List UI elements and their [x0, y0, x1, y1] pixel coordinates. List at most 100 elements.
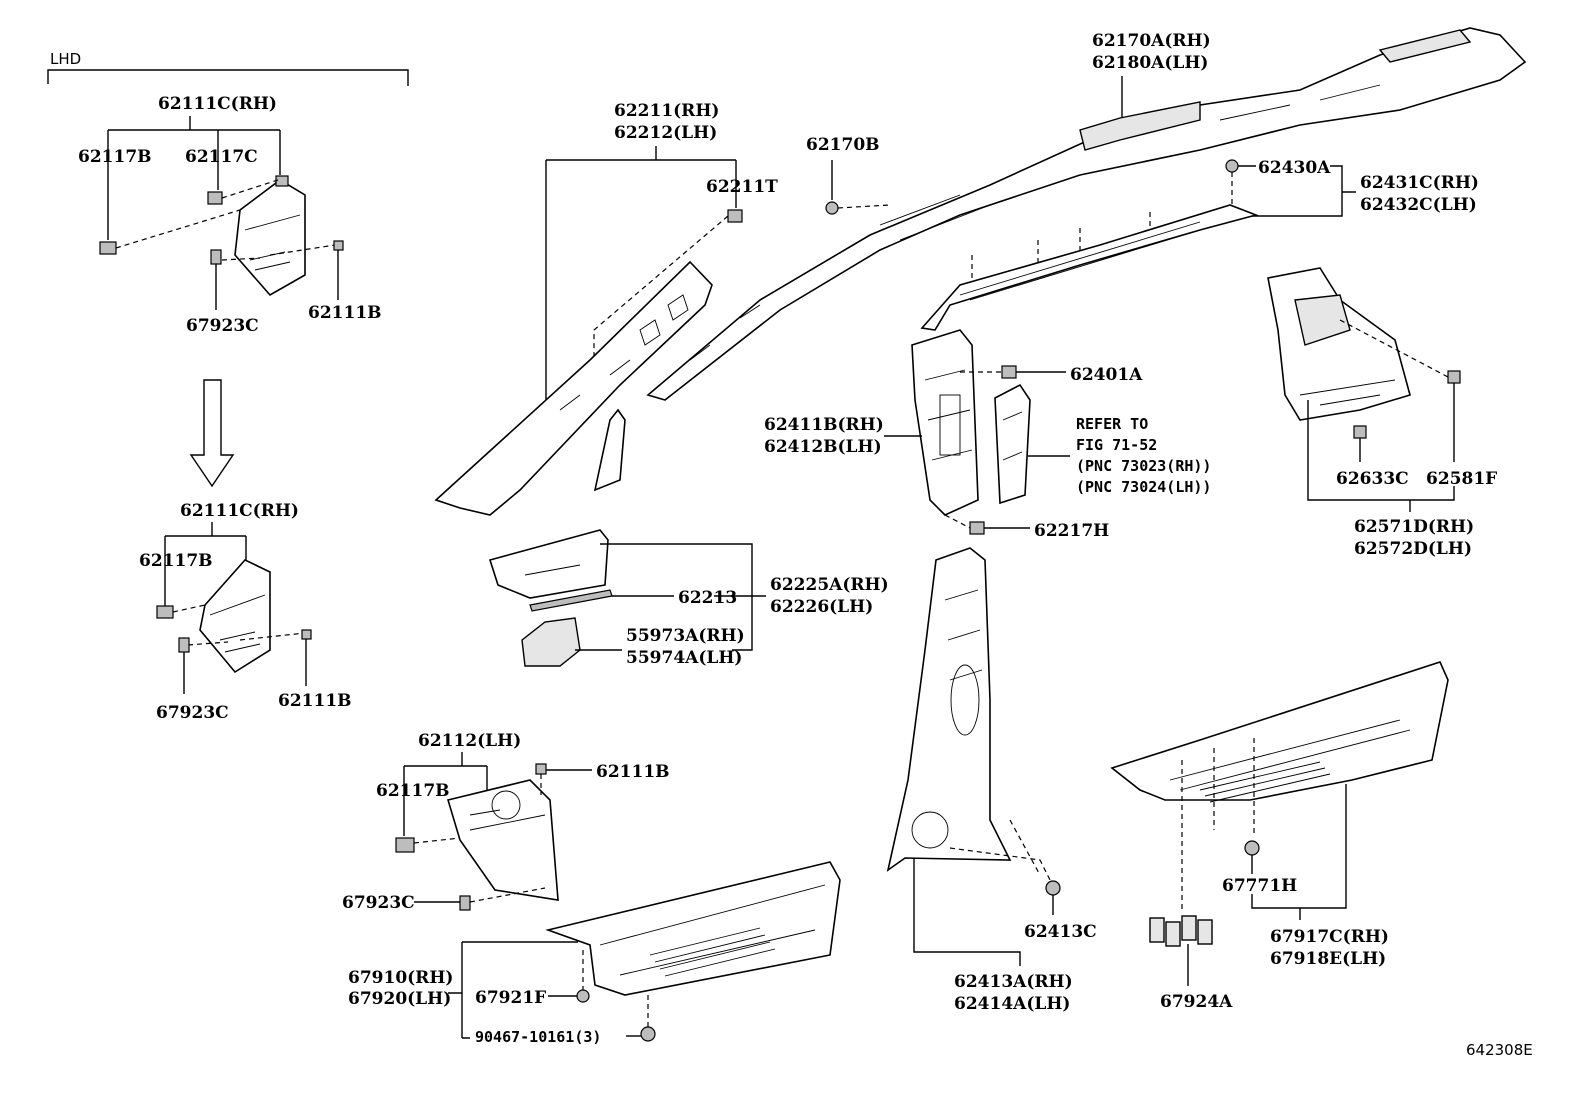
- a-pillar-part: [434, 260, 713, 516]
- dash-62217h: [944, 514, 971, 529]
- label-62117b-top: 62117B: [78, 147, 152, 167]
- label-62111c-rh-top: 62111C(RH): [158, 94, 277, 114]
- lhd-label: LHD: [50, 50, 81, 68]
- quarter-trim-part: [1267, 267, 1411, 421]
- clip-62117c-part: [207, 191, 223, 205]
- leader-62111c-top: [107, 116, 281, 240]
- label-62170b: 62170B: [806, 135, 880, 155]
- label-62212-lh: 62212(LH): [614, 123, 717, 143]
- label-62571d-rh: 62571D(RH): [1354, 517, 1474, 537]
- dash-62211t: [593, 215, 729, 400]
- leader-67917c: [1251, 784, 1347, 920]
- leader-67910: [448, 941, 578, 1039]
- clip-62581f-part: [1447, 370, 1461, 384]
- label-67921f: 67921F: [475, 988, 546, 1008]
- label-62111b-top: 62111B: [308, 303, 382, 323]
- seat-belt-anchor-part: [994, 383, 1031, 505]
- dash-lines-bottom: [172, 604, 306, 646]
- label-62413a-rh: 62413A(RH): [954, 972, 1073, 992]
- rear-scuff-section: 67771H 67917C(RH) 67918E(LH) 67924A: [1110, 661, 1449, 1012]
- center-pillar-lower-section: 62413C 62413A(RH) 62414A(LH): [886, 547, 1097, 1014]
- roof-garnish-part: [920, 204, 1259, 331]
- label-67771h: 67771H: [1222, 876, 1297, 896]
- leader-62431c: [1240, 165, 1356, 217]
- clip-62111b-part-top: [333, 240, 344, 251]
- screw-67921f-part: [576, 989, 590, 1003]
- label-55973a-rh: 55973A(RH): [626, 626, 745, 646]
- label-62213: 62213: [678, 588, 737, 608]
- label-55974a-lh: 55974A(LH): [626, 648, 742, 668]
- label-62411b-rh: 62411B(RH): [764, 415, 884, 435]
- label-67920-lh: 67920(LH): [348, 989, 451, 1009]
- clip-67923c-part-top: [210, 249, 222, 265]
- kick-panel-part-top: [234, 175, 306, 297]
- label-62572d-lh: 62572D(LH): [1354, 539, 1472, 559]
- scuff-plate-part: [545, 861, 841, 996]
- leader-lower-bottom: [183, 639, 307, 694]
- clip-62430a-part: [1225, 159, 1239, 173]
- roof-garnish-section: 62430A 62431C(RH) 62432C(LH): [920, 158, 1479, 331]
- center-pillar-lower-part: [886, 547, 1012, 872]
- clip-67924a-part: [1149, 915, 1213, 947]
- label-67917c-rh: 67917C(RH): [1270, 927, 1389, 947]
- cover-55973a-part: [521, 617, 581, 667]
- label-67923c-top: 67923C: [186, 316, 259, 336]
- dash-62413c: [949, 819, 1051, 881]
- lhd-section: LHD 62111C(RH) 62117B 62117C 67923C 6211…: [47, 50, 409, 723]
- label-62581f: 62581F: [1426, 469, 1497, 489]
- label-62633c: 62633C: [1336, 469, 1409, 489]
- label-62180a-lh: 62180A(LH): [1092, 53, 1208, 73]
- dash-lines-top: [115, 179, 336, 261]
- leader-62112: [403, 752, 488, 836]
- label-62170a-rh: 62170A(RH): [1092, 31, 1211, 51]
- label-62225a-rh: 62225A(RH): [770, 575, 889, 595]
- leader-62111c-bottom: [164, 522, 247, 606]
- clip-62413c-part: [1045, 880, 1061, 896]
- garnish-62225a-part: [488, 529, 609, 599]
- label-62217h: 62217H: [1034, 521, 1109, 541]
- label-62432c-lh: 62432C(LH): [1360, 195, 1477, 215]
- lh-kick-section: 62112(LH) 62117B 62111B 67923C: [342, 731, 670, 913]
- label-62414a-lh: 62414A(LH): [954, 994, 1070, 1014]
- label-62117c: 62117C: [185, 147, 258, 167]
- leader-62225a: [600, 543, 766, 651]
- leader-62571d: [1307, 383, 1455, 512]
- rear-scuff-part: [1110, 661, 1449, 803]
- clip-62111b-part-bottom: [301, 629, 312, 640]
- dash-62581f: [1339, 319, 1449, 378]
- clip-62111b-lh-part: [535, 763, 547, 775]
- label-62401a: 62401A: [1070, 365, 1143, 385]
- refer-line-2: FIG 71-52: [1076, 436, 1157, 454]
- label-62211-rh: 62211(RH): [614, 101, 719, 121]
- label-90467: 90467-10161(3): [475, 1028, 601, 1046]
- clip-90467-part: [640, 1026, 656, 1042]
- clip-62117b-part-top: [99, 241, 117, 255]
- dash-62431c: [971, 172, 1233, 285]
- clip-62117b-part-bottom: [156, 605, 174, 619]
- clip-62117b-lh-part: [395, 837, 415, 853]
- dash-67923c-lh: [469, 887, 546, 903]
- label-62211t: 62211T: [706, 177, 778, 197]
- dash-lines-lh: [413, 774, 542, 844]
- roof-rail-part: [646, 27, 1527, 401]
- label-62112-lh: 62112(LH): [418, 731, 521, 751]
- clip-67923c-lh-part: [459, 895, 471, 911]
- clip-62217h-part: [969, 521, 985, 535]
- center-pillar-upper-part: [911, 329, 979, 516]
- down-arrow-icon: [189, 379, 235, 488]
- label-62430a: 62430A: [1258, 158, 1331, 178]
- label-67910-rh: 67910(RH): [348, 968, 453, 988]
- refer-line-4: (PNC 73024(LH)): [1076, 478, 1211, 496]
- refer-line-1: REFER TO: [1076, 415, 1148, 433]
- label-62111c-rh-bottom: 62111C(RH): [180, 501, 299, 521]
- lh-kick-panel-part: [446, 779, 559, 901]
- scuff-plate-section: 67910(RH) 67920(LH) 67921F 90467-10161(3…: [348, 861, 841, 1046]
- label-67918e-lh: 67918E(LH): [1270, 949, 1386, 969]
- a-pillar-section: 62211(RH) 62212(LH) 62211T: [434, 101, 778, 516]
- label-62111b-bottom: 62111B: [278, 691, 352, 711]
- label-62117b-bottom: 62117B: [139, 551, 213, 571]
- label-62431c-rh: 62431C(RH): [1360, 173, 1479, 193]
- leader-62211: [545, 146, 737, 410]
- lhd-bracket: [47, 69, 409, 86]
- clip-62170b-part: [825, 201, 839, 215]
